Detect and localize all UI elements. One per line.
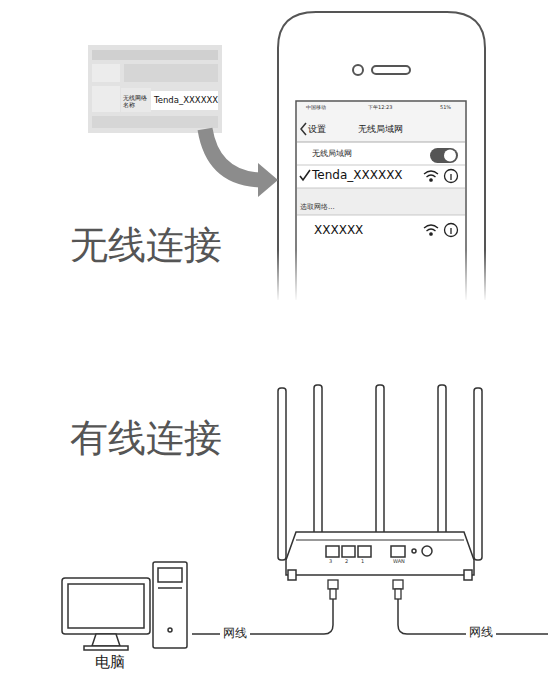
phone-screen — [270, 102, 495, 302]
node-text: 1 — [361, 559, 364, 565]
node-text: 无线局域网 — [312, 149, 352, 158]
node-text: Tenda_XXXXXX — [154, 96, 218, 106]
router — [278, 385, 482, 580]
label-card — [88, 45, 222, 133]
cable-plug — [328, 580, 403, 599]
label-card: 无线网络名称 Tenda_XXXXXX — [88, 45, 222, 133]
connector — [205, 129, 278, 197]
node-text: 中国移动 — [306, 105, 326, 111]
node-text: 设置 — [308, 124, 326, 134]
node-text: 下午12:23 — [368, 105, 392, 111]
node-text: 51% — [440, 105, 451, 111]
node-text: 2 — [345, 559, 348, 565]
cable-label: 网线 — [466, 626, 496, 640]
node-text: 3 — [329, 559, 332, 565]
computer — [62, 562, 187, 650]
node-text: 电脑 — [95, 654, 125, 671]
cable-label: 网线 — [220, 627, 250, 641]
router: 3 2 1 WAN — [285, 530, 476, 580]
section-heading: 无线连接 — [70, 224, 222, 268]
phone-screen-list: 中国移动下午12:2351%设置无线局域网无线局域网Tenda_XXXXXX选取… — [278, 10, 485, 300]
section-heading: 有线连接 — [70, 417, 222, 461]
node-text: 选取网络... — [300, 203, 335, 211]
node-text: 无线网络名称 — [123, 95, 149, 109]
node-text: Tenda_XXXXXX — [312, 169, 403, 183]
connector — [192, 599, 333, 634]
node-text: XXXXXX — [314, 224, 363, 238]
node-text: 无线局域网 — [358, 124, 403, 134]
computer: 电脑 — [58, 560, 192, 674]
node-text: WAN — [393, 559, 405, 565]
